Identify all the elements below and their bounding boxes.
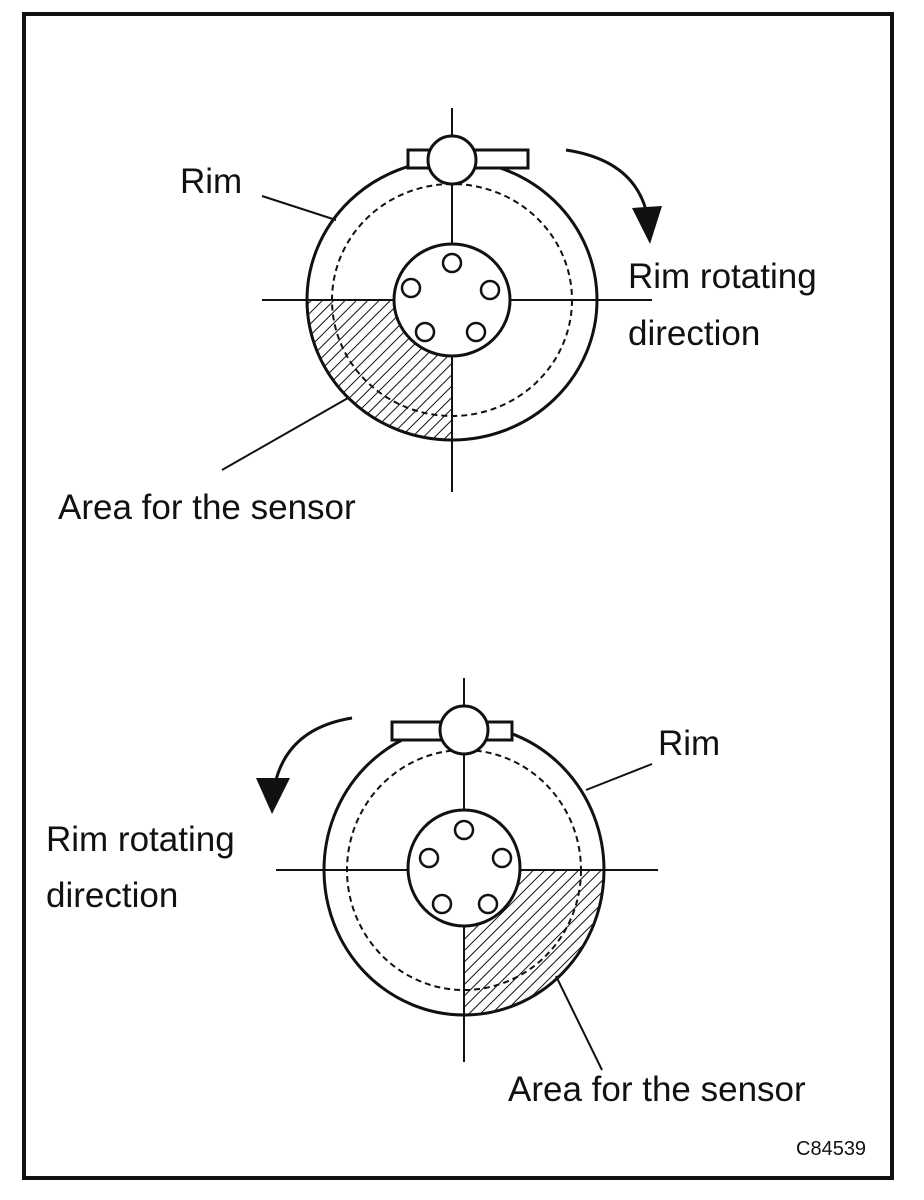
bottom-rim-leader bbox=[585, 763, 653, 791]
top-rim-leader bbox=[261, 195, 337, 221]
bottom-rim-label: Rim bbox=[658, 724, 721, 763]
top-direction-label-line2: direction bbox=[628, 314, 761, 353]
top-rim-label: Rim bbox=[180, 162, 243, 201]
bottom-lug-hole bbox=[491, 847, 513, 869]
top-gauge-knob bbox=[426, 134, 478, 186]
bottom-arrowhead bbox=[256, 778, 290, 814]
bottom-direction-label-line1: Rim rotating bbox=[46, 820, 235, 859]
bottom-lug-hole bbox=[477, 893, 499, 915]
top-arrowhead bbox=[632, 206, 662, 244]
bottom-rim-inner-dashed bbox=[346, 749, 582, 991]
top-direction-label-line1: Rim rotating bbox=[628, 257, 817, 296]
figure-frame bbox=[22, 12, 894, 1180]
top-sensor-leader bbox=[221, 397, 349, 471]
bottom-sensor-leader bbox=[555, 975, 603, 1071]
bottom-gauge-knob bbox=[438, 704, 490, 756]
top-rotation-arrow bbox=[565, 148, 648, 211]
figure-code: C84539 bbox=[796, 1138, 867, 1160]
top-lug-hole bbox=[414, 321, 436, 343]
bottom-sensor-area-label: Area for the sensor bbox=[508, 1070, 806, 1109]
bottom-direction-label-line2: direction bbox=[46, 876, 179, 915]
top-lug-hole bbox=[441, 252, 463, 274]
bottom-wheel bbox=[256, 678, 658, 1071]
bottom-lug-hole bbox=[431, 893, 453, 915]
bottom-lug-hole bbox=[418, 847, 440, 869]
bottom-rotation-arrow bbox=[274, 716, 353, 781]
bottom-lug-hole bbox=[453, 819, 475, 841]
top-wheel bbox=[221, 108, 662, 492]
top-lug-hole bbox=[400, 277, 422, 299]
top-sensor-area-label: Area for the sensor bbox=[58, 488, 356, 527]
top-lug-hole bbox=[479, 279, 501, 301]
top-lug-hole bbox=[465, 321, 487, 343]
